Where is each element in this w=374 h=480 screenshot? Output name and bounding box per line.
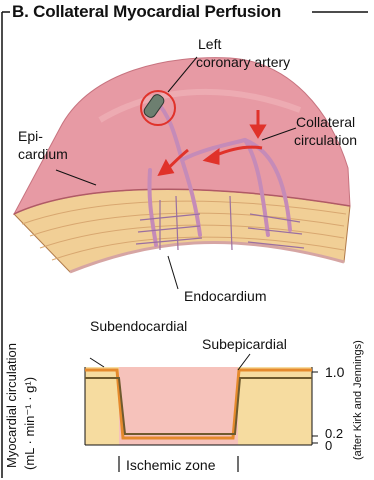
source-note: (after Kirk and Jennings) (352, 340, 365, 460)
x-axis-label: Ischemic zone (126, 457, 215, 473)
y-axis-label-line1: Myocardial circulation (4, 343, 19, 468)
y-axis-label-line2: (mL · min⁻¹ · g¹) (22, 377, 37, 470)
tick-label-1-0: 1.0 (325, 364, 344, 380)
y-axis-ticks (312, 372, 318, 443)
legend-subepicardial: Subepicardial (202, 336, 287, 352)
tick-label-0: 0 (325, 438, 332, 453)
legend-subendocardial: Subendocardial (90, 318, 187, 334)
